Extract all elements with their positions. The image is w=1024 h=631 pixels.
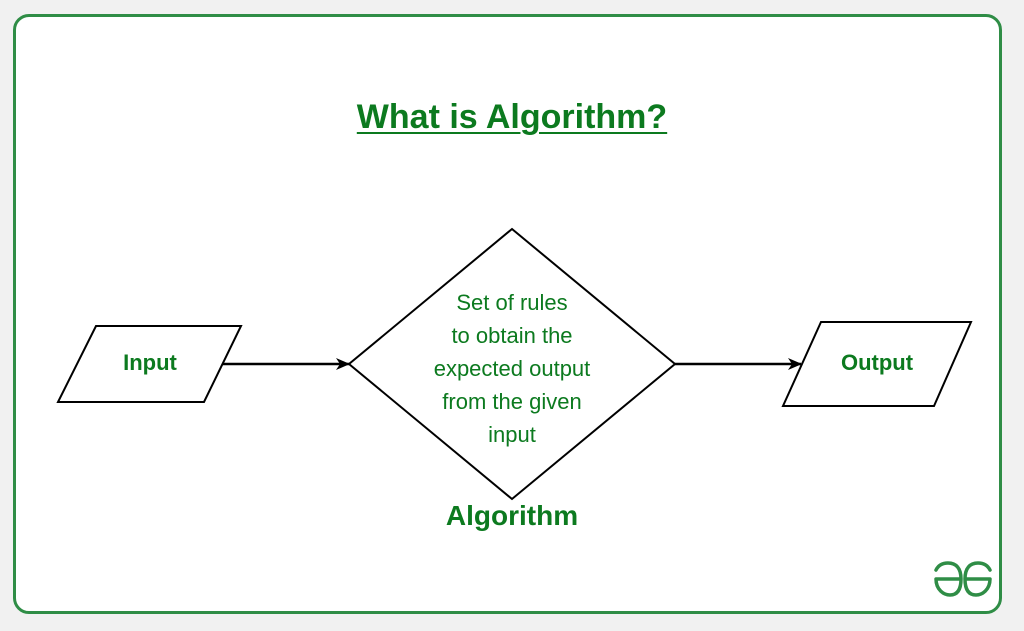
input-shape — [56, 325, 243, 403]
page-title: What is Algorithm? — [356, 98, 668, 136]
input-label: Input — [123, 350, 177, 375]
algorithm-description-line: from the given — [442, 389, 582, 414]
output-shape — [781, 321, 973, 407]
algorithm-description-line: Set of rules — [456, 290, 568, 315]
output-label: Output — [840, 350, 914, 375]
algorithm-description-line: input — [488, 422, 536, 447]
algorithm-diamond — [347, 227, 677, 501]
algorithm-label: Algorithm — [445, 500, 579, 531]
algorithm-description: Set of rules to obtain the expected outp… — [400, 286, 624, 451]
algorithm-description-line: to obtain the — [451, 323, 573, 348]
algorithm-description-line: expected output — [433, 356, 591, 381]
geeksforgeeks-logo-icon — [934, 561, 992, 597]
